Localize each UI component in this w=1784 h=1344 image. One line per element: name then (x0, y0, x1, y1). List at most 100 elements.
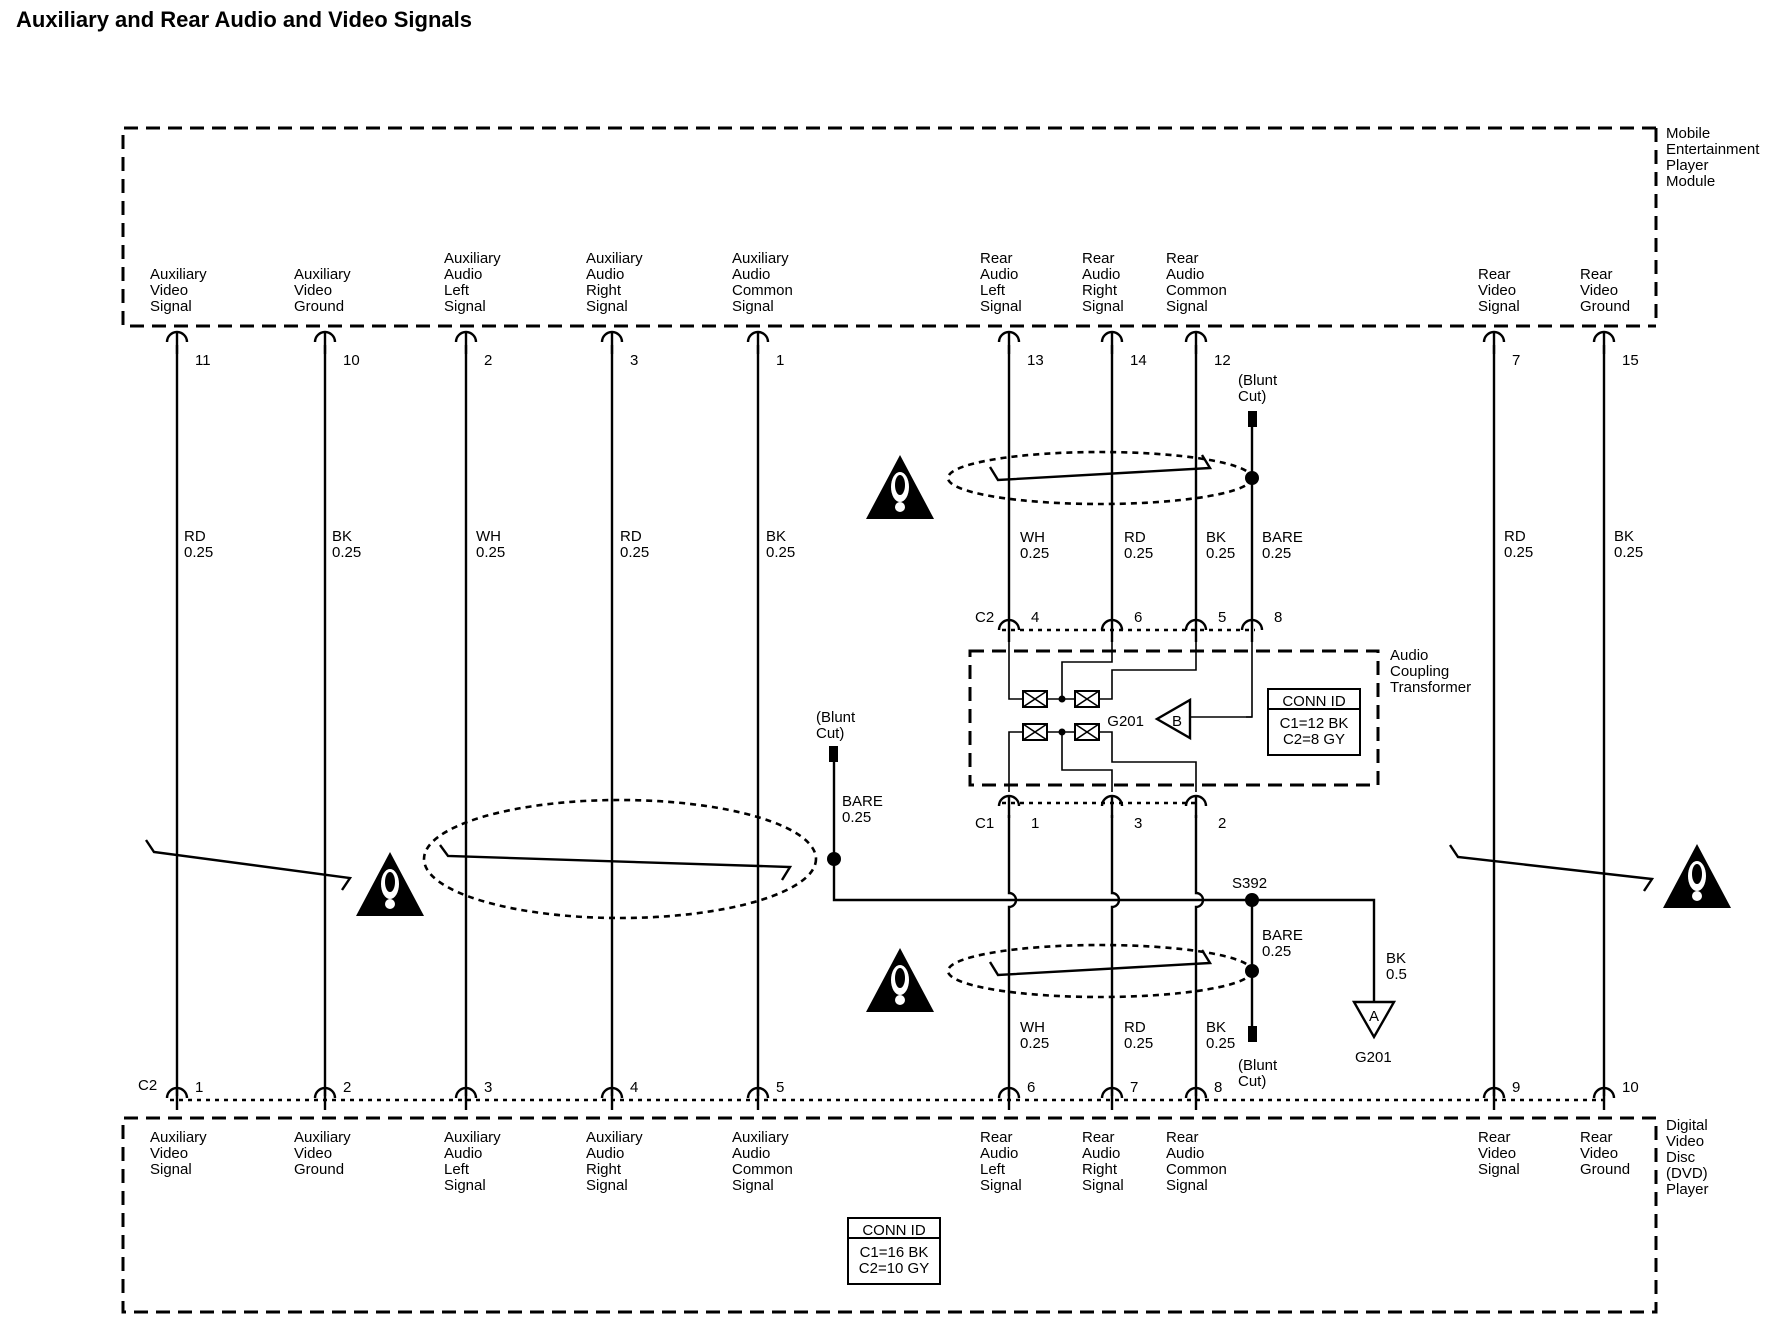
bottom-pin-number: 7 (1130, 1079, 1138, 1096)
top-signal-label: Video (1478, 282, 1516, 299)
bottom-signal-label: Common (732, 1161, 793, 1178)
dvd-player-name: Video (1666, 1133, 1704, 1150)
top-signal-label: Auxiliary (444, 250, 501, 267)
bare-color-label: BARE (1262, 529, 1303, 546)
upper-rear-shield-ellipse (946, 450, 1254, 506)
top-signal-label: Ground (294, 298, 344, 315)
bottom-pin-number: 5 (776, 1079, 784, 1096)
transformer-c1-pin: 3 (1134, 815, 1142, 832)
top-pin-number: 11 (195, 352, 211, 369)
wire-rear-audio-right-lower (1110, 815, 1121, 1096)
aux-blunt-cut-mark (829, 746, 838, 762)
left-break-mark (145, 839, 353, 891)
bottom-pin-number: 4 (630, 1079, 638, 1096)
top-pin-number: 12 (1214, 352, 1231, 369)
top-signal-label: Auxiliary (150, 266, 207, 283)
wire-color-label: RD (620, 528, 642, 545)
top-signal-label: Signal (444, 298, 486, 315)
lower-shield-break-mark (988, 949, 1213, 977)
bottom-pin-number: 3 (484, 1079, 492, 1096)
xfmr-c1-pin2-route (1100, 731, 1197, 792)
transformer-c2-pin: 8 (1274, 609, 1282, 626)
warning-triangle-icon (866, 455, 934, 519)
wire-color-label: WH (1020, 529, 1045, 546)
top-signal-label: Common (732, 282, 793, 299)
mobile-entertainment-module-name: Entertainment (1666, 141, 1760, 158)
ground-b-letter: B (1172, 713, 1182, 730)
wire-gauge-label: 0.25 (1614, 544, 1643, 561)
top-signal-label: Ground (1580, 298, 1630, 315)
top-signal-label: Rear (1166, 250, 1199, 267)
bottom-signal-label: Signal (444, 1177, 486, 1194)
xfmr-node-lower (1058, 728, 1066, 736)
aux-shield-break-mark (439, 844, 793, 881)
wire-color-label: BK (1614, 528, 1634, 545)
top-signal-label: Right (586, 282, 622, 299)
transformer-c2-pin: 5 (1218, 609, 1226, 626)
wire-gauge-label: 0.25 (332, 544, 361, 561)
wire-gauge-label: 0.25 (1020, 1035, 1049, 1052)
bare-gauge-label: 0.25 (842, 809, 871, 826)
top-signal-label: Audio (444, 266, 482, 283)
splice-label: S392 (1232, 875, 1267, 892)
audio-coupling-transformer-name: Audio (1390, 647, 1428, 664)
bottom-signal-label: Video (1580, 1145, 1618, 1162)
conn-id-value: C1=16 BK (860, 1244, 929, 1261)
wire-rear-audio-common-lower (1194, 815, 1205, 1096)
top-signal-label: Rear (1082, 250, 1115, 267)
top-signal-label: Audio (1166, 266, 1204, 283)
top-signal-label: Signal (150, 298, 192, 315)
wire-color-label: RD (184, 528, 206, 545)
lower-blunt-cut-mark (1248, 1026, 1257, 1042)
top-pin-number: 10 (343, 352, 360, 369)
page-title: Auxiliary and Rear Audio and Video Signa… (16, 7, 472, 32)
mobile-entertainment-module-name: Module (1666, 173, 1715, 190)
bottom-signal-label: Audio (1166, 1145, 1204, 1162)
warning-triangle-icon (356, 852, 424, 916)
mobile-entertainment-module-outline (121, 126, 1656, 328)
bottom-signal-label: Signal (1166, 1177, 1208, 1194)
top-signal-label: Signal (1166, 298, 1208, 315)
ground-g201-a-icon (1351, 1000, 1397, 1040)
wire-gauge-label: 0.25 (1206, 545, 1235, 562)
bottom-signal-label: Auxiliary (294, 1129, 351, 1146)
top-signal-label: Signal (586, 298, 628, 315)
bare-color-label: BARE (1262, 927, 1303, 944)
wire-gauge-label: 0.25 (476, 544, 505, 561)
xfmr-c2-pin6-route (1061, 640, 1113, 699)
conn-id-transformer-box (1267, 688, 1361, 756)
dvd-player-name: (DVD) (1666, 1165, 1708, 1182)
top-signal-label: Signal (980, 298, 1022, 315)
bottom-signal-label: Video (1478, 1145, 1516, 1162)
top-signal-label: Audio (1082, 266, 1120, 283)
top-signal-label: Left (444, 282, 470, 299)
bottom-signal-label: Right (1082, 1161, 1118, 1178)
bottom-pin-number: 6 (1027, 1079, 1035, 1096)
xfmr-c1-pin1-route (1008, 731, 1023, 792)
bare-gauge-label: 0.25 (1262, 943, 1291, 960)
bottom-signal-label: Rear (1082, 1129, 1115, 1146)
top-pin-number: 7 (1512, 352, 1520, 369)
dvd-player-name: Player (1666, 1181, 1709, 1198)
conn-id-value: C2=8 GY (1283, 731, 1345, 748)
audio-coupling-transformer-outline (968, 649, 1380, 787)
dvd-player-name: Disc (1666, 1149, 1696, 1166)
top-pin-number: 13 (1027, 352, 1044, 369)
top-signal-label: Auxiliary (586, 250, 643, 267)
dvd-player-outline (121, 1116, 1658, 1314)
bottom-signal-label: Auxiliary (732, 1129, 789, 1146)
transformer-c1-pin: 1 (1031, 815, 1039, 832)
top-signal-label: Signal (732, 298, 774, 315)
xfmr-c1-pin3-route (1061, 732, 1113, 792)
conn-id-dvd-box (847, 1217, 941, 1285)
top-signal-label: Rear (1478, 266, 1511, 283)
conn-id-header: CONN ID (1282, 693, 1346, 710)
bottom-signal-label: Audio (444, 1145, 482, 1162)
wire-color-label: BK (332, 528, 352, 545)
conn-id-value: C1=12 BK (1280, 715, 1349, 732)
bottom-pin-number: 9 (1512, 1079, 1520, 1096)
top-signal-label: Video (294, 282, 332, 299)
top-signal-label: Video (1580, 282, 1618, 299)
bottom-signal-label: Signal (586, 1177, 628, 1194)
transformer-c2-pin: 6 (1134, 609, 1142, 626)
